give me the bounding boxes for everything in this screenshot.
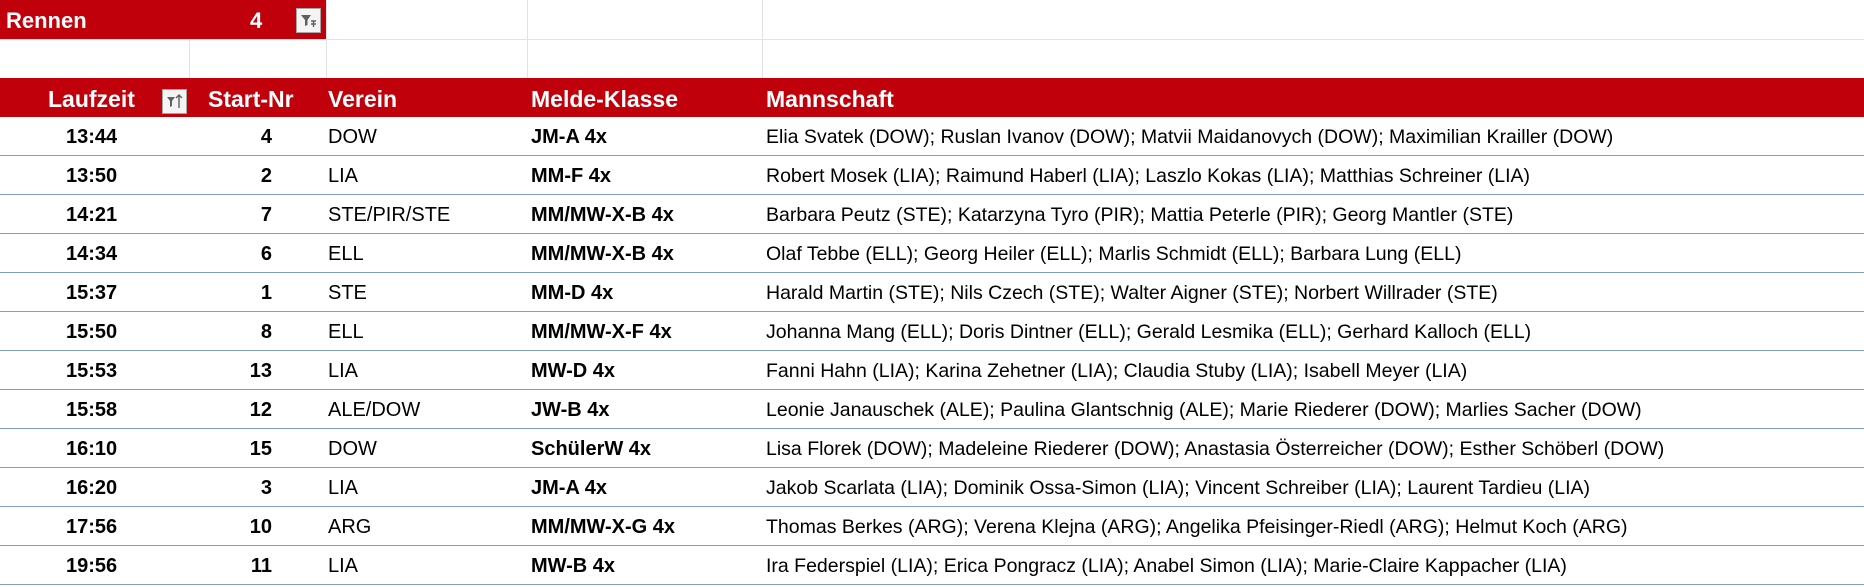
cell-verein[interactable]: STE/PIR/STE — [328, 204, 451, 226]
cell-mannschaft[interactable]: Thomas Berkes (ARG); Verena Klejna (ARG)… — [766, 516, 1628, 538]
table-header: Laufzeit Start-Nr Verein Melde-Klasse Ma… — [0, 78, 1864, 117]
gridline — [326, 0, 327, 78]
cell-mannschaft[interactable]: Robert Mosek (LIA); Raimund Haberl (LIA)… — [766, 165, 1531, 187]
cell-verein[interactable]: LIA — [328, 477, 359, 499]
cell-laufzeit[interactable]: 15:50 — [66, 321, 118, 343]
cell-melde-klasse[interactable]: MM/MW-X-B 4x — [531, 204, 674, 226]
table-row[interactable]: 15:50 8 ELL MM/MW-X-F 4x Johanna Mang (E… — [0, 312, 1864, 351]
table-row[interactable]: 13:44 4 DOW JM-A 4x Elia Svatek (DOW); R… — [0, 117, 1864, 156]
cell-laufzeit[interactable]: 17:56 — [66, 516, 118, 538]
table-row[interactable]: 14:34 6 ELL MM/MW-X-B 4x Olaf Tebbe (ELL… — [0, 234, 1864, 273]
table-row[interactable]: 15:53 13 LIA MW-D 4x Fanni Hahn (LIA); K… — [0, 351, 1864, 390]
table-row[interactable]: 15:37 1 STE MM-D 4x Harald Martin (STE);… — [0, 273, 1864, 312]
gridline — [762, 0, 763, 78]
gridlines — [0, 0, 1864, 78]
cell-start-nr[interactable]: 6 — [260, 243, 272, 265]
rennen-filter-cell[interactable]: Rennen 4 — [0, 0, 326, 39]
cell-mannschaft[interactable]: Leonie Janauschek (ALE); Paulina Glantsc… — [766, 399, 1642, 421]
cell-start-nr[interactable]: 12 — [249, 399, 272, 421]
cell-verein[interactable]: LIA — [328, 165, 359, 187]
cell-verein[interactable]: STE — [328, 282, 367, 304]
cell-melde-klasse[interactable]: MM-F 4x — [531, 165, 611, 187]
cell-verein[interactable]: ALE/DOW — [328, 399, 421, 421]
rennen-label: Rennen — [6, 8, 87, 33]
table-body: 13:44 4 DOW JM-A 4x Elia Svatek (DOW); R… — [0, 117, 1864, 585]
cell-start-nr[interactable]: 3 — [260, 477, 272, 499]
cell-start-nr[interactable]: 13 — [249, 360, 272, 382]
cell-verein[interactable]: ELL — [328, 321, 364, 343]
column-header-mannschaft[interactable]: Mannschaft — [766, 86, 894, 112]
cell-melde-klasse[interactable]: MW-B 4x — [531, 555, 616, 577]
cell-mannschaft[interactable]: Fanni Hahn (LIA); Karina Zehetner (LIA);… — [766, 360, 1468, 382]
cell-mannschaft[interactable]: Jakob Scarlata (LIA); Dominik Ossa-Simon… — [766, 477, 1591, 499]
cell-mannschaft[interactable]: Lisa Florek (DOW); Madeleine Riederer (D… — [766, 438, 1665, 460]
cell-melde-klasse[interactable]: JM-A 4x — [531, 126, 607, 148]
table-row[interactable]: 16:20 3 LIA JM-A 4x Jakob Scarlata (LIA)… — [0, 468, 1864, 507]
cell-melde-klasse[interactable]: SchülerW 4x — [531, 438, 652, 460]
cell-start-nr[interactable]: 10 — [249, 516, 272, 538]
cell-laufzeit[interactable]: 16:10 — [66, 438, 118, 460]
column-header-melde-klasse[interactable]: Melde-Klasse — [531, 86, 679, 112]
cell-start-nr[interactable]: 2 — [260, 165, 272, 187]
cell-verein[interactable]: ELL — [328, 243, 364, 265]
cell-melde-klasse[interactable]: JW-B 4x — [531, 399, 610, 421]
cell-verein[interactable]: LIA — [328, 360, 359, 382]
rennen-value: 4 — [250, 8, 263, 33]
cell-laufzeit[interactable]: 14:21 — [66, 204, 118, 226]
cell-start-nr[interactable]: 8 — [260, 321, 272, 343]
column-header-start-nr[interactable]: Start-Nr — [208, 86, 294, 112]
cell-verein[interactable]: ARG — [328, 516, 372, 538]
filter-sort-ascending-icon[interactable] — [162, 89, 187, 114]
cell-laufzeit[interactable]: 15:37 — [66, 282, 118, 304]
cell-laufzeit[interactable]: 19:56 — [66, 555, 118, 577]
cell-mannschaft[interactable]: Ira Federspiel (LIA); Erica Pongracz (LI… — [766, 555, 1567, 577]
cell-mannschaft[interactable]: Johanna Mang (ELL); Doris Dintner (ELL);… — [766, 321, 1532, 343]
cell-laufzeit[interactable]: 15:53 — [66, 360, 118, 382]
cell-melde-klasse[interactable]: JM-A 4x — [531, 477, 607, 499]
column-header-laufzeit[interactable]: Laufzeit — [48, 86, 135, 112]
cell-laufzeit[interactable]: 16:20 — [66, 477, 118, 499]
cell-mannschaft[interactable]: Olaf Tebbe (ELL); Georg Heiler (ELL); Ma… — [766, 243, 1462, 265]
cell-melde-klasse[interactable]: MM/MW-X-B 4x — [531, 243, 674, 265]
table-row[interactable]: 19:56 11 LIA MW-B 4x Ira Federspiel (LIA… — [0, 546, 1864, 585]
cell-melde-klasse[interactable]: MW-D 4x — [531, 360, 616, 382]
table-row[interactable]: 14:21 7 STE/PIR/STE MM/MW-X-B 4x Barbara… — [0, 195, 1864, 234]
gridline — [527, 0, 528, 78]
cell-laufzeit[interactable]: 14:34 — [66, 243, 118, 265]
cell-verein[interactable]: DOW — [328, 438, 377, 460]
cell-start-nr[interactable]: 4 — [260, 126, 272, 148]
cell-start-nr[interactable]: 11 — [250, 555, 272, 577]
cell-start-nr[interactable]: 7 — [260, 204, 272, 226]
cell-verein[interactable]: LIA — [328, 555, 359, 577]
table-row[interactable]: 16:10 15 DOW SchülerW 4x Lisa Florek (DO… — [0, 429, 1864, 468]
cell-verein[interactable]: DOW — [328, 126, 377, 148]
cell-laufzeit[interactable]: 13:44 — [66, 126, 118, 148]
cell-melde-klasse[interactable]: MM/MW-X-G 4x — [531, 516, 676, 538]
cell-laufzeit[interactable]: 15:58 — [66, 399, 118, 421]
gridline — [0, 39, 1864, 40]
table-row[interactable]: 13:50 2 LIA MM-F 4x Robert Mosek (LIA); … — [0, 156, 1864, 195]
cell-mannschaft[interactable]: Harald Martin (STE); Nils Czech (STE); W… — [766, 282, 1498, 304]
cell-start-nr[interactable]: 15 — [249, 438, 272, 460]
cell-mannschaft[interactable]: Elia Svatek (DOW); Ruslan Ivanov (DOW); … — [766, 126, 1614, 148]
cell-mannschaft[interactable]: Barbara Peutz (STE); Katarzyna Tyro (PIR… — [766, 204, 1514, 226]
filter-active-icon[interactable] — [296, 8, 321, 33]
table-row[interactable]: 15:58 12 ALE/DOW JW-B 4x Leonie Janausch… — [0, 390, 1864, 429]
column-header-verein[interactable]: Verein — [328, 86, 398, 112]
cell-melde-klasse[interactable]: MM/MW-X-F 4x — [531, 321, 672, 343]
cell-laufzeit[interactable]: 13:50 — [66, 165, 118, 187]
cell-start-nr[interactable]: 1 — [260, 282, 272, 304]
table-row[interactable]: 17:56 10 ARG MM/MW-X-G 4x Thomas Berkes … — [0, 507, 1864, 546]
gridline — [189, 0, 190, 78]
cell-melde-klasse[interactable]: MM-D 4x — [531, 282, 614, 304]
